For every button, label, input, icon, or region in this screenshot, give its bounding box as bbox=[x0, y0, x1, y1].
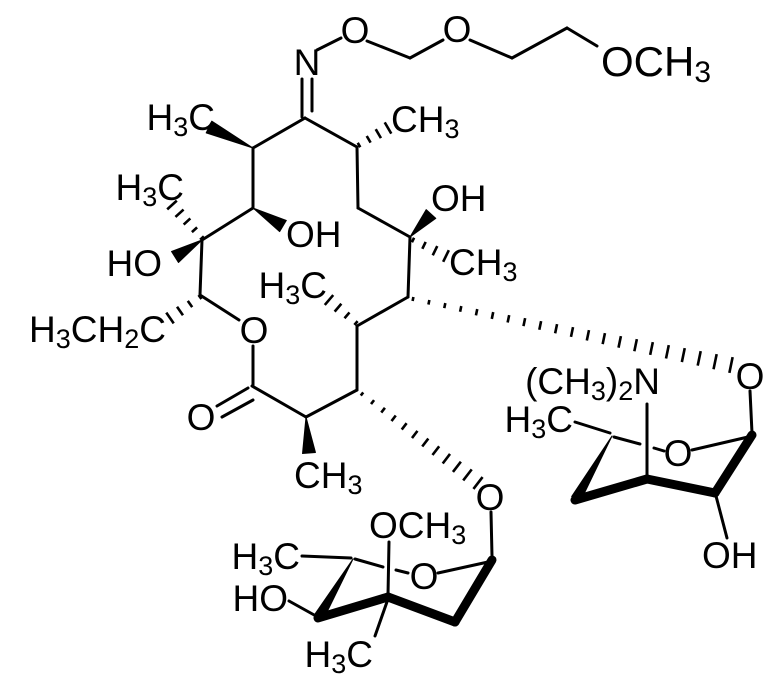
bond-line bbox=[436, 560, 490, 575]
bond-line bbox=[748, 389, 754, 435]
atom-label-desosamine-methyl: H3C bbox=[505, 399, 574, 445]
bond-line bbox=[287, 599, 318, 618]
bond-hash-wedge bbox=[166, 199, 205, 241]
bond-line bbox=[313, 592, 393, 623]
bond-hash-wedge bbox=[356, 121, 393, 148]
atom-label-lactone-o: O bbox=[240, 310, 269, 351]
atom-label-carbonyl-o: O bbox=[187, 397, 216, 438]
atom-label-c12-hydroxyl: HO bbox=[107, 243, 163, 284]
atom-label-c4-methyl: H3C bbox=[259, 265, 328, 311]
bond-line bbox=[304, 388, 359, 419]
bond-line bbox=[450, 555, 497, 627]
atom-label-cladinose-c3-methyl: H3C bbox=[305, 634, 374, 680]
bond-line bbox=[565, 26, 599, 48]
atom-label-dimethylamino: (CH3)2N bbox=[525, 361, 660, 407]
atom-label-c2-methyl: CH3 bbox=[294, 455, 362, 501]
bond-line bbox=[652, 446, 666, 453]
bond-line bbox=[573, 420, 612, 435]
bond-hash-wedge bbox=[323, 294, 359, 326]
bond-wedge bbox=[171, 239, 203, 264]
bond-line bbox=[373, 597, 390, 638]
bond-line bbox=[215, 386, 250, 408]
bond-wedge bbox=[302, 416, 316, 455]
bond-line bbox=[383, 592, 460, 627]
bond-line bbox=[570, 474, 652, 505]
bond-hash-wedge bbox=[359, 391, 484, 490]
bond-line bbox=[353, 557, 385, 569]
atom-label-oxime-o1: O bbox=[341, 10, 370, 51]
bond-hash-wedge bbox=[410, 237, 451, 263]
bond-line bbox=[690, 435, 750, 452]
bond-wedge bbox=[409, 209, 437, 238]
bond-wedge bbox=[205, 120, 254, 149]
bond-line bbox=[365, 39, 412, 60]
bond-line bbox=[303, 116, 359, 149]
bond-line bbox=[408, 38, 445, 60]
bond-hash-wedge bbox=[165, 294, 203, 325]
bond-line bbox=[356, 206, 412, 239]
atom-label-desosamine-glyc-o: O bbox=[736, 356, 765, 397]
bond-line bbox=[710, 430, 757, 498]
bond-line bbox=[489, 510, 494, 558]
bond-line bbox=[612, 435, 642, 446]
atom-label-desosamine-ring-o: O bbox=[664, 433, 693, 474]
bond-line bbox=[355, 295, 410, 328]
atom-label-oxime-o2: O bbox=[443, 9, 472, 50]
atom-label-c6-hydroxyl: OH bbox=[431, 178, 487, 219]
bond-line bbox=[250, 384, 308, 419]
atom-label-cladinose-ring-o: O bbox=[410, 556, 439, 597]
bond-line bbox=[468, 38, 514, 60]
bond-line bbox=[251, 116, 307, 150]
bond-line bbox=[406, 235, 412, 299]
atom-label-c12-methyl: H3C bbox=[116, 167, 185, 213]
atom-label-c8-methyl: CH3 bbox=[391, 99, 459, 145]
atom-label-methoxy-top: OCH3 bbox=[601, 38, 711, 89]
bond-line bbox=[198, 238, 204, 297]
bond-line bbox=[200, 206, 255, 242]
atom-label-cladinose-glyc-o: O bbox=[476, 477, 505, 518]
bond-wedge bbox=[252, 207, 287, 233]
atom-label-c13-ethyl: H3CH2C bbox=[29, 309, 166, 355]
bond-wedge bbox=[314, 558, 354, 621]
atom-label-cladinose-c5-methyl: H3C bbox=[232, 536, 301, 582]
atom-label-c10-methyl: H3C bbox=[147, 97, 216, 143]
bond-line bbox=[714, 494, 729, 540]
bond-wedge bbox=[571, 435, 613, 502]
bond-line bbox=[510, 26, 569, 60]
bond-line bbox=[315, 36, 343, 52]
bond-line bbox=[300, 554, 353, 560]
bond-line bbox=[220, 398, 255, 419]
bond-line bbox=[386, 540, 391, 597]
bond-line bbox=[394, 568, 410, 575]
atom-label-cladinose-hydroxyl: HO bbox=[233, 578, 289, 619]
atom-label-cladinose-omethyl: OCH3 bbox=[369, 505, 466, 551]
bond-line bbox=[355, 145, 360, 210]
bond-line bbox=[198, 293, 241, 322]
bond-hash-wedge bbox=[411, 296, 734, 374]
bond-line bbox=[642, 474, 720, 498]
atom-label-oxime-n: N bbox=[294, 42, 321, 83]
atom-label-desosamine-oh: OH bbox=[702, 535, 758, 576]
atom-label-c6-methyl: CH3 bbox=[449, 242, 517, 288]
atom-label-c11-hydroxyl: OH bbox=[286, 214, 342, 255]
